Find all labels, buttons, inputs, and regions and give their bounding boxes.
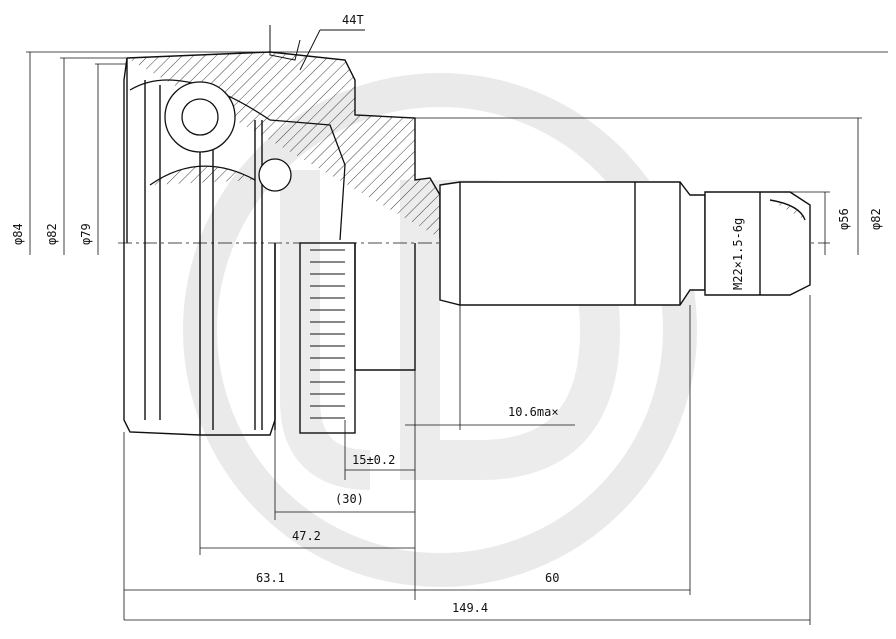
abs-ring <box>310 249 345 419</box>
dim-d79: φ79 <box>79 223 93 245</box>
dim-len-30: (30) <box>335 492 364 506</box>
dim-len-63-1: 63.1 <box>256 571 285 585</box>
dim-d56: φ56 <box>837 208 851 230</box>
dim-len-47-2: 47.2 <box>292 529 321 543</box>
dim-d82-left: φ82 <box>45 223 59 245</box>
dim-len-10-6: 10.6ma× <box>508 405 559 419</box>
dim-d82-right: φ82 <box>869 208 883 230</box>
teeth-label-leader <box>269 25 365 71</box>
stub-shaft <box>439 181 811 306</box>
dimension-lines <box>26 51 888 625</box>
thread-label: M22×1.5-6g <box>731 218 745 290</box>
inner-race <box>129 79 346 241</box>
dim-len-149-4: 149.4 <box>452 601 488 615</box>
dim-d84: φ84 <box>11 223 25 245</box>
teeth-label: 44T <box>342 13 364 27</box>
dim-len-60: 60 <box>545 571 559 585</box>
dim-len-15: 15±0.2 <box>352 453 395 467</box>
